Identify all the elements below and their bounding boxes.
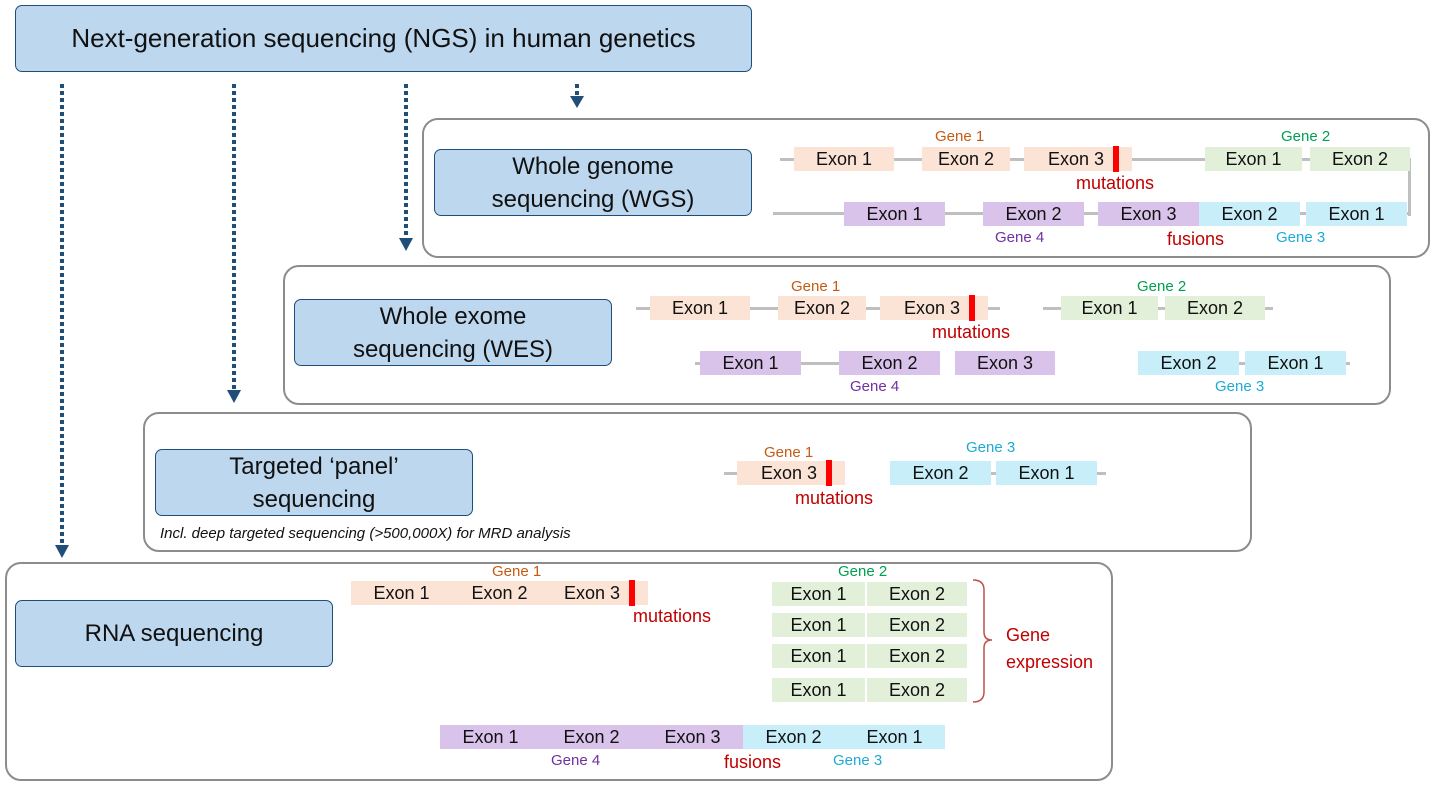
- page-title: Next-generation sequencing (NGS) in huma…: [71, 23, 696, 53]
- wes-mutation-mark: [969, 295, 975, 321]
- panel-gene1-label: Gene 1: [764, 444, 814, 461]
- wgs-label-line2: sequencing (WGS): [491, 185, 695, 213]
- rna-gene4-exon2: Exon 2: [541, 725, 642, 749]
- panel-mutations-label: mutations: [795, 488, 874, 508]
- rna-gene2-t3-exon2: Exon 2: [867, 644, 967, 668]
- wgs-gene4-exon2: Exon 2: [983, 202, 1084, 226]
- wgs-gene2-label: Gene 2: [1281, 128, 1331, 145]
- panel-gene3-label: Gene 3: [966, 439, 1016, 456]
- wes-gene3-label: Gene 3: [1215, 378, 1265, 395]
- wgs-gene4-label: Gene 4: [995, 229, 1045, 246]
- wes-gene4-line: [695, 362, 935, 365]
- panel-note: Incl. deep targeted sequencing (>500,000…: [160, 525, 571, 542]
- wgs-gene3-label: Gene 3: [1276, 229, 1326, 246]
- wgs-gene3-exon1: Exon 1: [1306, 202, 1407, 226]
- rna-gene2-t4-exon2: Exon 2: [867, 678, 967, 702]
- wes-label-line2: sequencing (WES): [352, 335, 554, 363]
- wes-gene2-line: [1043, 307, 1273, 310]
- wes-gene1-exon1: Exon 1: [650, 296, 750, 320]
- wes-gene3-line: [1138, 362, 1350, 365]
- rna-gene3-exon2: Exon 2: [743, 725, 844, 749]
- rna-fusions-label: fusions: [724, 752, 782, 772]
- gene-expression-line2: expression: [1006, 652, 1094, 672]
- wes-gene4-label: Gene 4: [850, 378, 900, 395]
- wes-gene1-exon2: Exon 2: [778, 296, 866, 320]
- panel-gene3-exon2: Exon 2: [890, 461, 991, 485]
- rna-gene2-t4-exon1: Exon 1: [772, 678, 865, 702]
- wgs-gene1-exon1: Exon 1: [794, 147, 894, 171]
- wes-gene4-exon2: Exon 2: [839, 351, 940, 375]
- rna-gene2-t2-exon1: Exon 1: [772, 613, 865, 637]
- wes-gene3-exon2: Exon 2: [1138, 351, 1239, 375]
- wgs-gene4-exon1: Exon 1: [844, 202, 945, 226]
- arrowhead-wgs: [570, 96, 584, 108]
- wgs-gene1-exon2: Exon 2: [922, 147, 1010, 171]
- wes-gene4-exon3: Exon 3: [955, 351, 1055, 375]
- rna-gene1-exon1: Exon 1: [351, 581, 452, 605]
- wes-label-box: Whole exome sequencing (WES): [294, 299, 612, 366]
- wgs-gene1-label: Gene 1: [935, 128, 985, 145]
- wes-gene2-exon1: Exon 1: [1061, 296, 1158, 320]
- arrowhead-rna: [55, 545, 69, 558]
- panel-label-line1: Targeted ‘panel’: [229, 452, 399, 480]
- wgs-gene4-exon3: Exon 3: [1098, 202, 1199, 226]
- gene-expression-label: Gene expression: [1006, 622, 1093, 676]
- rna-gene3-exon1: Exon 1: [844, 725, 945, 749]
- rna-gene2-t1-exon1: Exon 1: [772, 582, 865, 606]
- rna-gene2-label: Gene 2: [838, 563, 888, 580]
- gene-expression-line1: Gene: [1006, 625, 1051, 645]
- rna-label-box: RNA sequencing: [15, 600, 333, 667]
- wes-gene2-label: Gene 2: [1137, 278, 1187, 295]
- wgs-connector: [1408, 158, 1411, 216]
- arrowhead-wes: [399, 238, 413, 251]
- panel-mutation-mark: [826, 460, 832, 486]
- rna-gene1-label: Gene 1: [492, 563, 542, 580]
- rna-gene4-exon1: Exon 1: [440, 725, 541, 749]
- panel-label-box: Targeted ‘panel’ sequencing: [155, 449, 473, 516]
- panel-label-line2: sequencing: [252, 485, 376, 513]
- rna-gene3-label: Gene 3: [833, 752, 883, 769]
- wgs-gene3-exon2: Exon 2: [1199, 202, 1300, 226]
- wes-gene2-exon2: Exon 2: [1165, 296, 1265, 320]
- rna-gene4-exon3: Exon 3: [642, 725, 743, 749]
- wes-gene3-exon1: Exon 1: [1245, 351, 1346, 375]
- wes-gene1-label: Gene 1: [791, 278, 841, 295]
- rna-mutation-mark: [629, 580, 635, 606]
- wgs-gene2-exon2: Exon 2: [1310, 147, 1410, 171]
- wgs-mutations-label: mutations: [1076, 173, 1155, 193]
- wgs-label-box: Whole genome sequencing (WGS): [434, 149, 752, 216]
- wgs-fusions-label: fusions: [1167, 229, 1225, 249]
- title-box: Next-generation sequencing (NGS) in huma…: [15, 5, 752, 72]
- rna-gene1-exon2: Exon 2: [452, 581, 547, 605]
- arrowhead-panel: [227, 390, 241, 403]
- wes-gene4-exon1: Exon 1: [700, 351, 801, 375]
- rna-gene2-t1-exon2: Exon 2: [867, 582, 967, 606]
- wgs-label-line1: Whole genome: [512, 152, 674, 180]
- wgs-mutation-mark: [1113, 146, 1119, 172]
- rna-gene2-t3-exon1: Exon 1: [772, 644, 865, 668]
- rna-gene4-label: Gene 4: [551, 752, 601, 769]
- rna-mutations-label: mutations: [633, 606, 712, 626]
- rna-gene2-t2-exon2: Exon 2: [867, 613, 967, 637]
- wes-label-line1: Whole exome: [379, 302, 527, 330]
- wgs-gene2-exon1: Exon 1: [1205, 147, 1302, 171]
- wgs-row2-line: [773, 212, 1411, 215]
- rna-label-line1: RNA sequencing: [84, 620, 264, 647]
- panel-gene3-exon1: Exon 1: [996, 461, 1097, 485]
- expression-bracket: [972, 579, 993, 703]
- wes-mutations-label: mutations: [932, 322, 1011, 342]
